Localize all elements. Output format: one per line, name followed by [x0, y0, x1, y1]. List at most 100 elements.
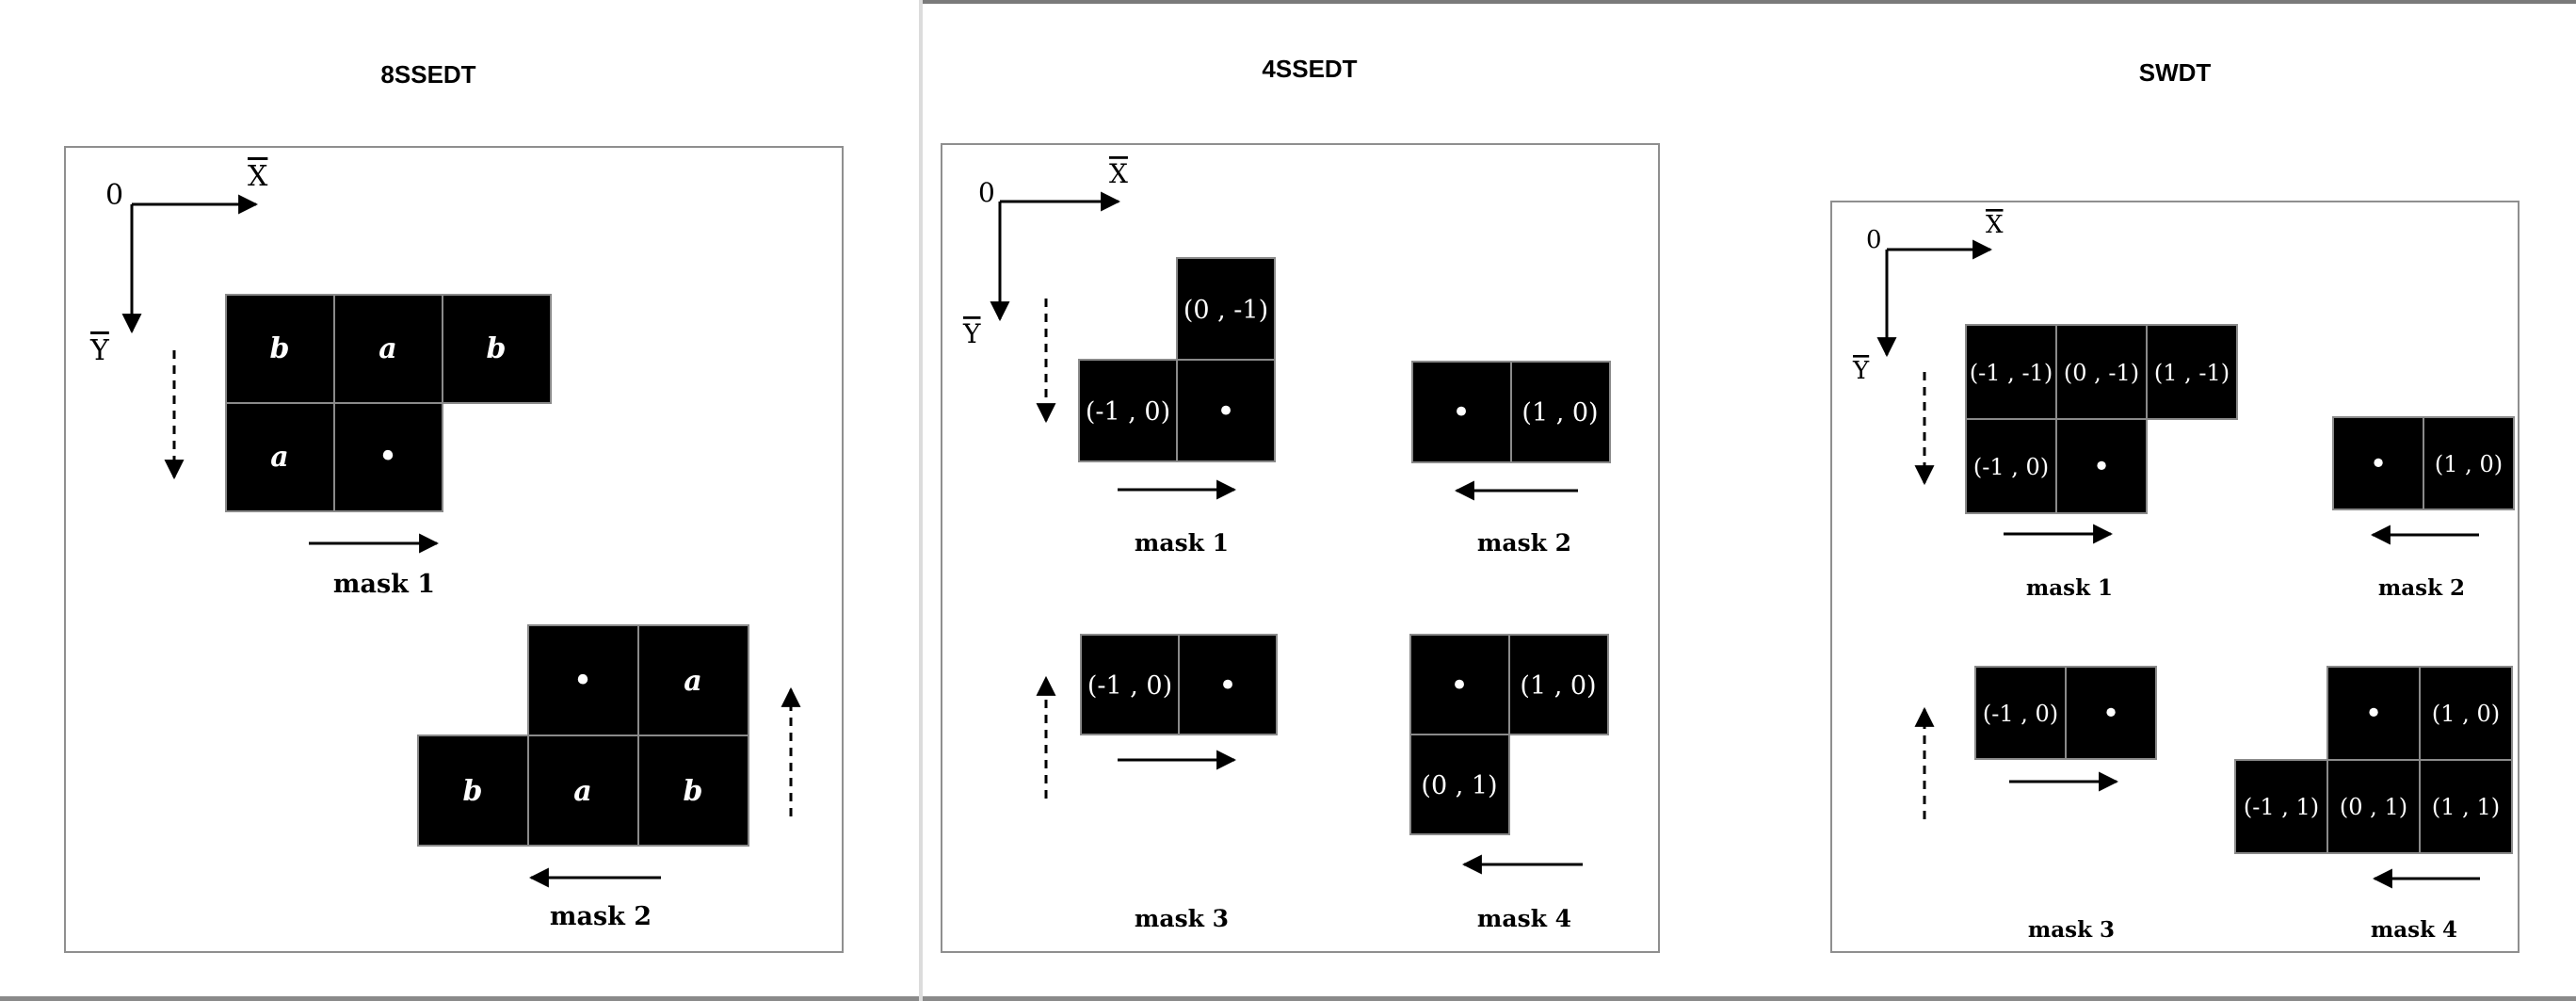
cell-label: (-1 , 0) [1087, 671, 1172, 701]
mask-4: • (1 , 0) (0 , 1) mask 4 [1409, 634, 1609, 932]
cell-label: (0 , -1) [2064, 360, 2139, 386]
axis-x-label: X [248, 160, 268, 193]
center-dot: • [1218, 667, 1237, 704]
cell-label: (1 , 1) [2432, 794, 2500, 820]
mask-cell [2055, 418, 2148, 514]
axis-y-label: Y [89, 334, 110, 367]
mask-cell [2423, 416, 2515, 510]
mask-cell [2055, 324, 2148, 420]
cell-label: (-1 , 0) [1973, 454, 2049, 480]
mask-label: mask 4 [2371, 917, 2457, 943]
center-dot: • [2102, 695, 2120, 731]
mask-cell [225, 402, 335, 512]
mask-cell [2234, 759, 2328, 854]
mask-1: (0 , -1) (-1 , 0) • mask 1 [1078, 257, 1276, 557]
mask-4: • (1 , 0) (-1 , 1) (0 , 1) (1 , 1) mask … [2234, 666, 2513, 943]
axis-x-label: X [1986, 211, 2004, 239]
panel-title-swdt: SWDT [2138, 58, 2212, 87]
mask-label: mask 2 [2378, 575, 2465, 601]
mask-cell [1974, 666, 2067, 760]
cell-label: b [487, 332, 507, 365]
cell-label: (-1 , 0) [1086, 397, 1170, 427]
cell-label: (-1 , -1) [1970, 360, 2053, 386]
mask-label: mask 1 [1135, 529, 1229, 557]
mask-cell [2065, 666, 2157, 760]
mask-label: mask 2 [550, 902, 652, 931]
cell-label: (1 , -1) [2154, 360, 2230, 386]
cell-label: a [378, 332, 396, 365]
mask-label: mask 2 [1477, 529, 1571, 557]
mask-cell [637, 624, 749, 736]
mask-cell [442, 294, 552, 404]
axis-y-label: Y [1852, 357, 1870, 385]
mask-cell [225, 294, 335, 404]
mask-cell [2332, 416, 2424, 510]
mask-cell [1508, 634, 1609, 735]
mask-cell [527, 624, 639, 736]
top-border [923, 0, 2576, 4]
mask-3: (-1 , 0) • mask 3 [1080, 634, 1278, 932]
mask-cell [527, 735, 639, 847]
mask-1: b a b a • mask 1 [225, 294, 552, 599]
mask-1: (-1 , -1) (0 , -1) (1 , -1) (-1 , 0) • m… [1965, 324, 2238, 601]
mask-2: • (1 , 0) mask 2 [2332, 416, 2515, 601]
mask-label: mask 3 [2028, 917, 2115, 943]
mask-cell [333, 294, 443, 404]
cell-label: (1 , 0) [2432, 701, 2500, 727]
mask-cell [1965, 418, 2057, 514]
center-dot: • [2365, 695, 2383, 731]
axis-x-label: X [1109, 158, 1128, 189]
cell-label: (0 , -1) [1183, 296, 1268, 325]
mask-label: mask 1 [2026, 575, 2113, 601]
cell-label: (0 , 1) [2340, 794, 2407, 820]
axis-origin: 0 [105, 179, 123, 212]
center-dot: • [378, 438, 397, 476]
cell-label: a [684, 665, 701, 698]
center-dot: • [2370, 445, 2388, 481]
axis-y-label: Y [962, 318, 981, 349]
panel-4ssedt: 0 X Y (0 , -1) (-1 , 0) • mask 1 • (1 , … [941, 143, 1660, 953]
mask-2: • (1 , 0) mask 2 [1411, 361, 1611, 557]
panel-8ssedt: 0 X Y b a b a • mask 1 • a b a b mask 2 [64, 146, 844, 953]
diagram-4ssedt: 0 X Y (0 , -1) (-1 , 0) • mask 1 • (1 , … [962, 158, 1611, 932]
mask-cell [2146, 324, 2238, 420]
axis-system: 0 X Y [962, 158, 1128, 349]
center-dot: • [572, 662, 592, 701]
center-dot: • [2093, 448, 2111, 484]
panel-divider [919, 0, 923, 1001]
mask-cell [2419, 666, 2513, 761]
mask-cell [637, 735, 749, 847]
cell-label: b [463, 775, 483, 808]
mask-cell [2419, 759, 2513, 854]
mask-cell [1409, 734, 1510, 835]
mask-cell [2326, 666, 2421, 761]
panel-swdt: 0 X Y (-1 , -1) (0 , -1) (1 , -1) (-1 , … [1830, 201, 2520, 953]
panel-title-4ssedt: 4SSEDT [1262, 55, 1358, 83]
mask-2: • a b a b mask 2 [417, 624, 749, 931]
cell-label: b [270, 332, 290, 365]
axis-origin: 0 [978, 177, 995, 208]
cell-label: (-1 , 1) [2244, 794, 2319, 820]
cell-label: a [270, 441, 288, 474]
mask-cell [333, 402, 443, 512]
mask-3: (-1 , 0) • mask 3 [1974, 666, 2157, 943]
mask-cell [1178, 634, 1278, 735]
mask-cell [1965, 324, 2057, 420]
mask-label: mask 4 [1477, 905, 1571, 932]
cell-label: b [684, 775, 703, 808]
center-dot: • [1216, 393, 1235, 430]
cell-label: (0 , 1) [1421, 771, 1497, 800]
center-dot: • [1450, 667, 1469, 704]
diagram-swdt: 0 X Y (-1 , -1) (0 , -1) (1 , -1) (-1 , … [1852, 211, 2515, 943]
axis-system: 0 X Y [89, 160, 268, 367]
mask-cell [1176, 359, 1276, 462]
panel-title-8ssedt: 8SSEDT [380, 60, 476, 89]
mask-cell [1411, 361, 1512, 463]
bottom-border [0, 996, 2576, 1001]
diagram-8ssedt: 0 X Y b a b a • mask 1 • a b a b mask 2 [89, 160, 801, 931]
cell-label: (1 , 0) [2435, 451, 2503, 477]
axis-origin: 0 [1866, 226, 1882, 254]
center-dot: • [1452, 394, 1471, 431]
mask-label: mask 1 [333, 570, 435, 599]
cell-label: (-1 , 0) [1983, 701, 2058, 727]
